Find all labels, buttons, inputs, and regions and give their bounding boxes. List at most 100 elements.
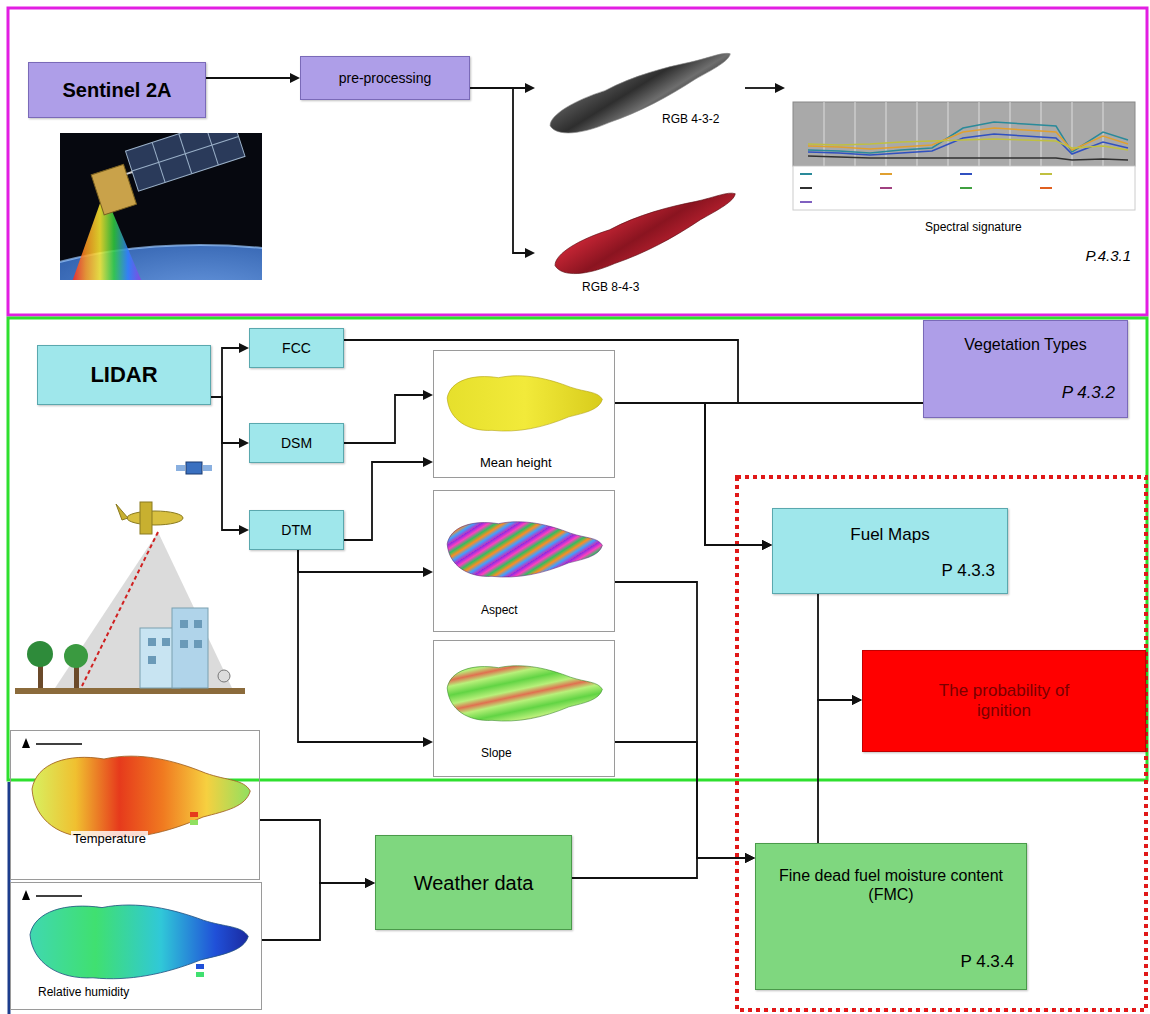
flow-arrow bbox=[745, 83, 785, 93]
product-box: DTM bbox=[249, 510, 344, 550]
chart-panel: Spectral signatureP.4.3.1 bbox=[785, 75, 1141, 278]
lidar-illustration bbox=[27, 641, 53, 667]
flow-arrow bbox=[572, 853, 755, 878]
section-code: P 4.3.4 bbox=[960, 952, 1014, 972]
arrow-head bbox=[762, 540, 772, 550]
connector-line bbox=[298, 550, 425, 742]
map-panel: Temperature bbox=[10, 730, 260, 880]
spectral-chart bbox=[886, 102, 887, 166]
node-label: Spectral signature bbox=[925, 220, 1022, 234]
spectral-chart bbox=[960, 173, 972, 175]
connector-line bbox=[262, 883, 367, 940]
flow-arrow bbox=[298, 550, 433, 747]
connector-line bbox=[211, 397, 241, 530]
connector-line bbox=[818, 594, 854, 700]
dashed-outline bbox=[737, 477, 1146, 1010]
map-symbols bbox=[196, 972, 204, 977]
spectral-chart bbox=[1040, 187, 1052, 189]
satellite-illustration bbox=[205, 133, 218, 165]
arrow-head bbox=[525, 248, 535, 258]
flow-arrow bbox=[206, 73, 300, 83]
watershed-map bbox=[447, 666, 602, 721]
flow-arrow bbox=[298, 550, 433, 577]
satellite-illustration bbox=[91, 164, 136, 214]
node-label: Mean height bbox=[480, 455, 552, 471]
flow-arrow bbox=[211, 397, 249, 535]
spectral-chart bbox=[880, 187, 892, 189]
spectral-chart bbox=[793, 166, 1135, 210]
node-label: Vegetation Types bbox=[964, 335, 1086, 354]
arrow-head bbox=[525, 83, 535, 93]
connector-line bbox=[206, 77, 292, 79]
connector-line bbox=[298, 550, 425, 572]
satellite-illustration bbox=[87, 133, 248, 215]
spectral-chart bbox=[800, 173, 812, 175]
flow-arrow bbox=[470, 88, 535, 258]
section-code: P 4.3.3 bbox=[941, 561, 995, 581]
spectral-chart bbox=[960, 187, 972, 189]
arrow-head bbox=[365, 878, 375, 888]
connector-line bbox=[745, 87, 777, 89]
lidar-illustration bbox=[172, 608, 208, 688]
flow-arrow bbox=[615, 742, 755, 863]
output-box: Fuel MapsP 4.3.3 bbox=[772, 508, 1008, 594]
watershed-map bbox=[30, 41, 743, 979]
spectral-chart bbox=[917, 102, 918, 166]
lidar-illustration bbox=[194, 640, 202, 648]
source-box: Sentinel 2A bbox=[28, 62, 206, 118]
map-panel: Relative humidity bbox=[10, 882, 262, 1010]
arrow-head bbox=[239, 525, 249, 535]
lidar-illustration bbox=[64, 644, 88, 668]
watershed-map bbox=[30, 905, 248, 979]
lidar-illustration bbox=[148, 638, 156, 646]
spectral-chart bbox=[800, 201, 812, 203]
node-label: Relative humidity bbox=[36, 985, 131, 999]
flow-arrow bbox=[344, 457, 433, 540]
lidar-illustration bbox=[218, 670, 230, 682]
source-box: LIDAR bbox=[37, 345, 211, 405]
arrow-head bbox=[745, 853, 755, 863]
flow-arrow bbox=[818, 594, 862, 705]
arrow-head bbox=[239, 438, 249, 448]
section-frames bbox=[8, 8, 1147, 1014]
connector-line bbox=[260, 820, 367, 883]
image-panel: Mean height bbox=[433, 350, 615, 478]
map-symbols bbox=[196, 964, 204, 969]
lidar-illustration bbox=[148, 656, 156, 664]
arrow-head bbox=[852, 695, 862, 705]
arrow-head bbox=[775, 83, 785, 93]
spectral-chart bbox=[808, 128, 1128, 150]
arrow-head bbox=[290, 73, 300, 83]
node-label: Weather data bbox=[414, 871, 534, 895]
lidar-illustration bbox=[180, 620, 188, 628]
flow-arrow bbox=[615, 403, 772, 550]
watershed-map bbox=[447, 376, 602, 431]
spectral-chart bbox=[1010, 102, 1011, 166]
spectral-chart bbox=[1041, 102, 1042, 166]
result-box: The probability of ignition bbox=[862, 650, 1146, 752]
arrow-head bbox=[423, 567, 433, 577]
spectral-chart bbox=[800, 187, 812, 189]
flow-arrow bbox=[211, 397, 249, 448]
process-box: pre-processing bbox=[300, 56, 470, 100]
spectral-chart bbox=[808, 139, 1128, 150]
node-label: FCC bbox=[282, 340, 311, 357]
image-panel: Aspect bbox=[433, 490, 615, 632]
lidar-illustration bbox=[15, 462, 245, 694]
arrow-head bbox=[239, 343, 249, 353]
flow-arrow bbox=[260, 820, 375, 888]
image-panel: RGB 4-3-2 bbox=[535, 38, 745, 156]
map-symbols bbox=[22, 738, 204, 977]
arrow-head bbox=[423, 737, 433, 747]
input-box: Weather data bbox=[375, 835, 572, 930]
spectral-chart bbox=[979, 102, 980, 166]
section-code: P 4.3.2 bbox=[1062, 383, 1115, 403]
section-code: P.4.3.1 bbox=[1085, 247, 1131, 265]
flow-arrow bbox=[344, 340, 772, 550]
image-panel: Slope bbox=[433, 640, 615, 777]
lidar-illustration bbox=[140, 502, 152, 534]
image-panel: RGB 8-4-3 bbox=[535, 170, 745, 304]
connector-line bbox=[211, 348, 241, 397]
spectral-chart bbox=[1040, 173, 1052, 175]
